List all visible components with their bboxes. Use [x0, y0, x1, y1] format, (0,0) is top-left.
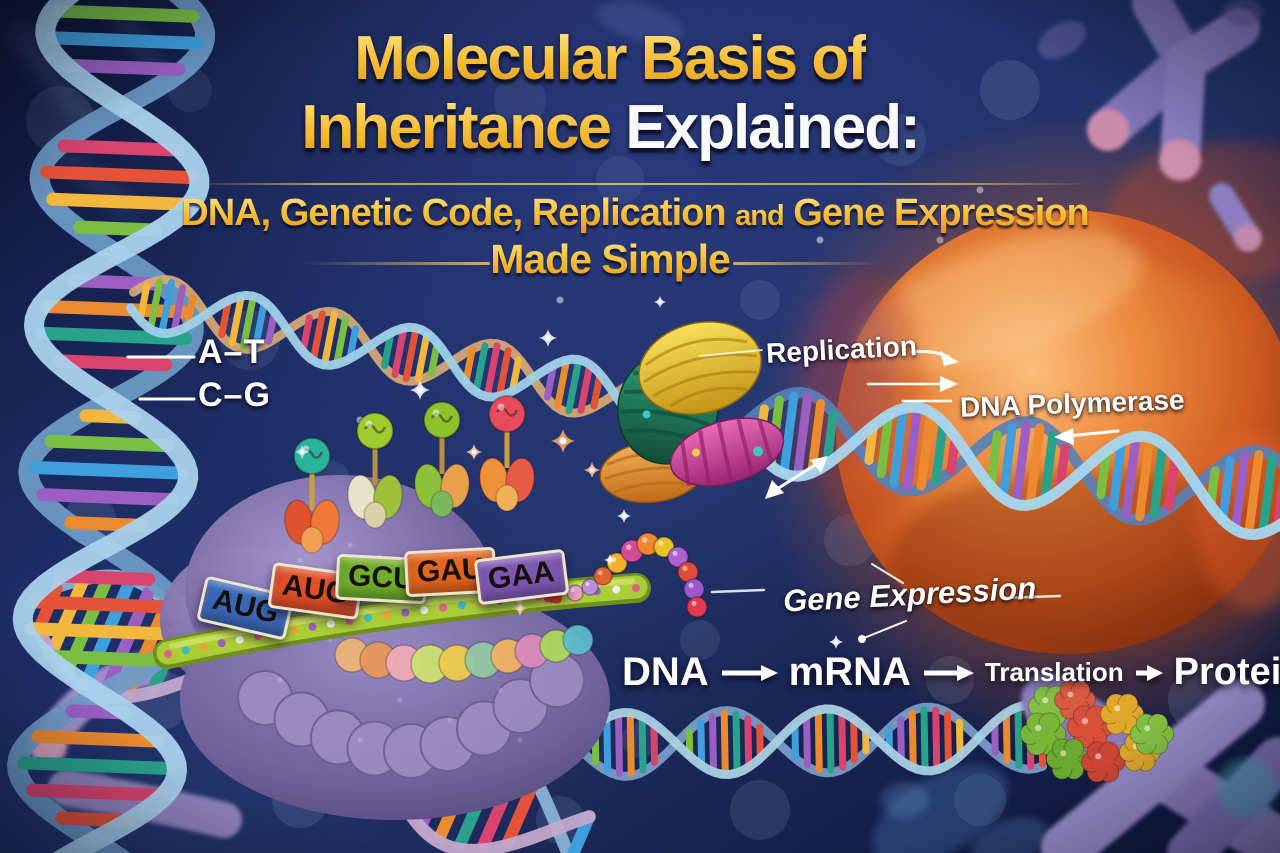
subtitle-part2: Gene Expression [793, 192, 1089, 234]
base-pair-label-cg: C–G [198, 376, 271, 414]
subtitle-dash-left [302, 262, 490, 265]
poster-subtitle: DNA, Genetic Code, Replication and Gene … [170, 192, 1100, 235]
subtitle-dash-right [733, 262, 881, 265]
made-simple-text: Made Simple [490, 236, 731, 282]
subtitle-part1: DNA, Genetic Code, Replication [181, 192, 726, 234]
title-text-gold: Molecular Basis of [354, 24, 868, 93]
gene-expression-flow: DNA mRNA Translation Protein [622, 650, 1280, 695]
flow-arrow-icon [1135, 664, 1163, 681]
flow-step-protein: Protein [1173, 651, 1280, 693]
title-line-2: Inheritance Explained: [150, 93, 1070, 162]
title-text-white: Explained: [625, 93, 921, 162]
flow-arrow-icon [923, 664, 974, 681]
poster-title: Molecular Basis of Inheritance Explained… [150, 24, 1070, 162]
base-pair-label-at: A–T [198, 333, 266, 371]
title-divider [187, 183, 1090, 185]
flow-step-dna: DNA [622, 650, 709, 694]
flow-step-translation: Translation [984, 657, 1124, 687]
title-text-gold2: Inheritance [301, 93, 612, 162]
subtitle-conjunction: and [735, 200, 785, 232]
poster-subtitle-line2: Made Simple [180, 236, 1040, 283]
flow-arrow-icon [721, 664, 778, 681]
title-line-1: Molecular Basis of [150, 24, 1070, 93]
flow-step-mrna: mRNA [788, 650, 911, 694]
